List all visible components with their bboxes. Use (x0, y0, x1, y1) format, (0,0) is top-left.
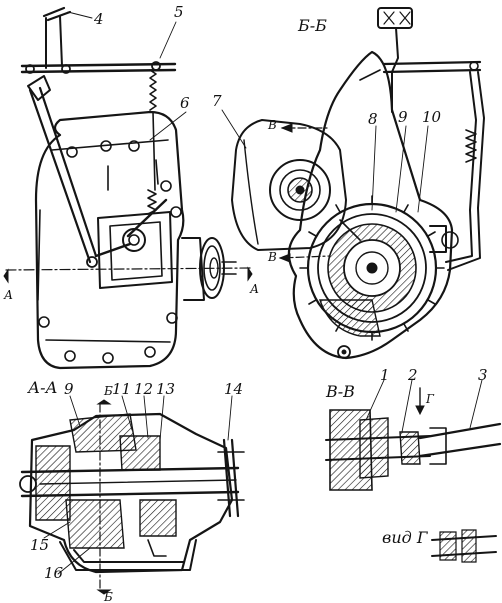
section-vv-view (325, 387, 502, 563)
main-housing-view (3, 6, 253, 370)
label-2: 2 (408, 366, 418, 384)
label-4: 4 (94, 10, 104, 28)
label-11: 11 (112, 380, 132, 398)
section-bb-view (231, 7, 485, 360)
leader-lines (43, 21, 483, 575)
label-3: 3 (478, 366, 488, 384)
label-9b: 9 (64, 380, 74, 398)
arrow-mark-g: Г (426, 392, 434, 406)
section-title-bb: Б-Б (298, 16, 327, 35)
label-15: 15 (30, 536, 50, 554)
cut-mark-b-top: Б (104, 384, 113, 398)
label-6: 6 (180, 94, 190, 112)
label-7: 7 (212, 92, 222, 110)
cut-mark-v-bottom: В (268, 250, 277, 264)
label-13: 13 (156, 380, 176, 398)
label-5: 5 (174, 3, 184, 21)
label-8: 8 (368, 110, 378, 128)
cut-mark-a-right: А (250, 282, 260, 296)
cut-mark-a-left: А (4, 288, 14, 302)
label-9: 9 (398, 108, 408, 126)
cut-mark-v-top: В (268, 118, 277, 132)
label-16: 16 (44, 564, 64, 582)
label-10: 10 (422, 108, 442, 126)
view-title-g: вид Г (382, 528, 428, 547)
cut-mark-b-bottom: Б (104, 590, 113, 603)
label-14: 14 (224, 380, 244, 398)
section-title-vv: В-В (326, 382, 355, 401)
label-12: 12 (134, 380, 154, 398)
section-title-aa: А-А (28, 378, 58, 397)
label-1: 1 (380, 366, 390, 384)
section-aa-view (19, 399, 245, 595)
